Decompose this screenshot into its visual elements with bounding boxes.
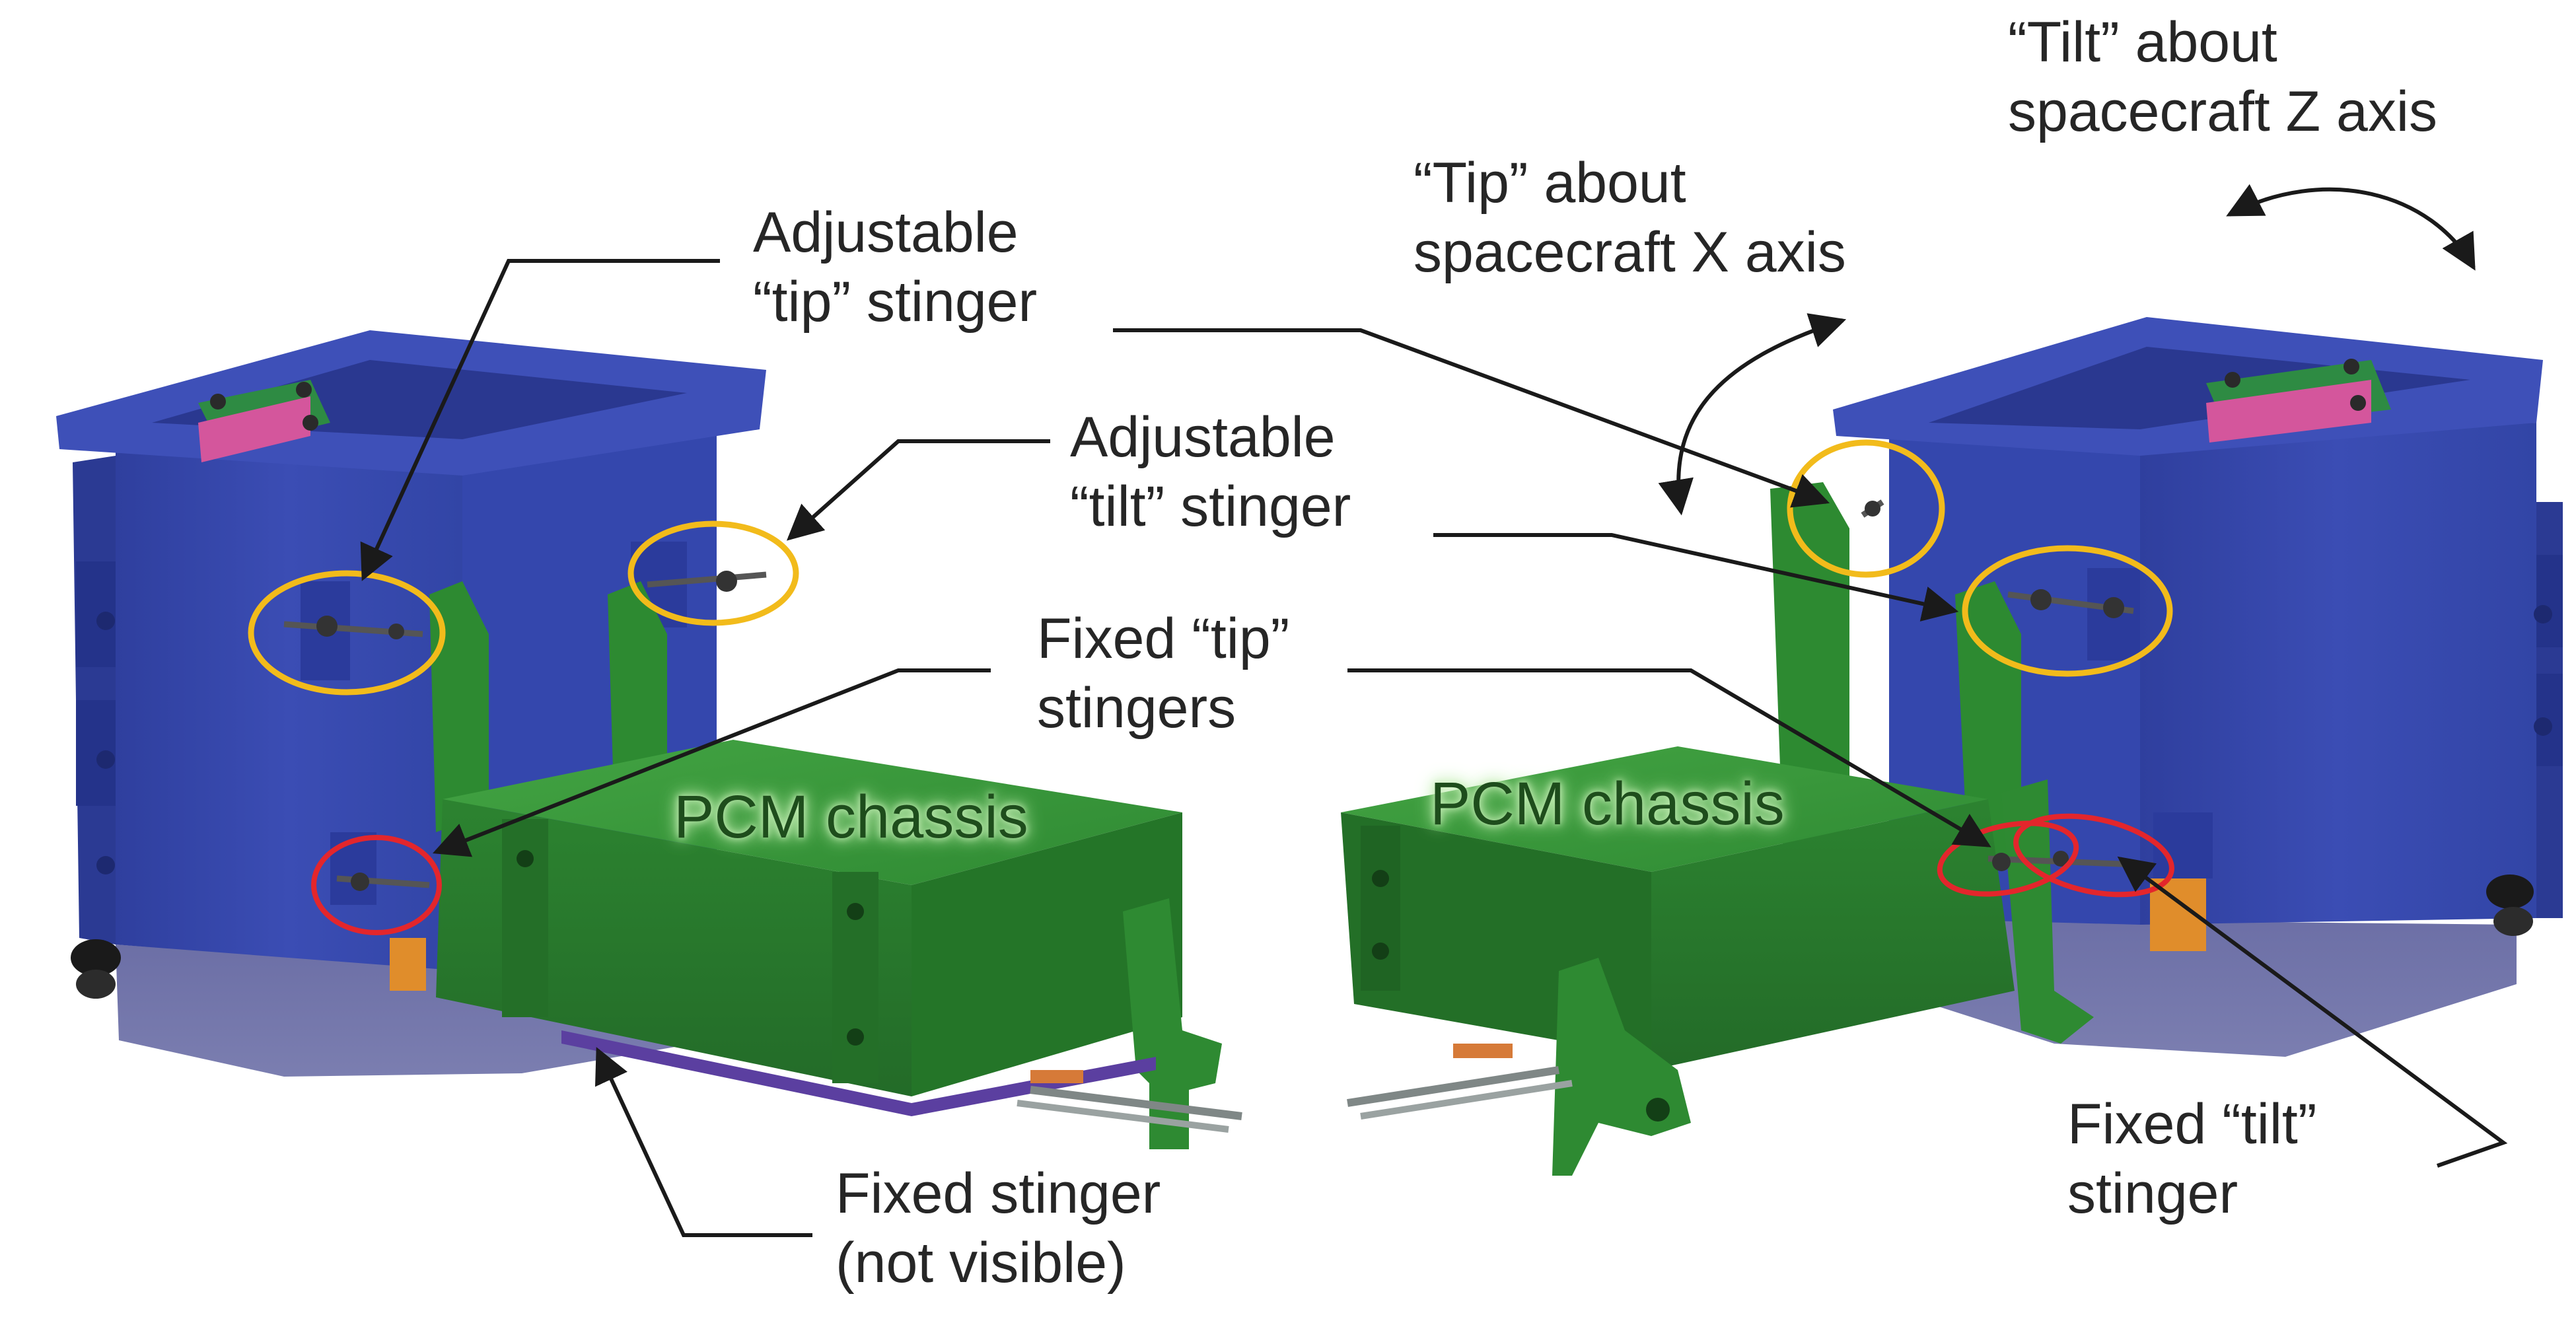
tip-rotation-arrow [1658,313,1847,516]
leader-fixed-tip-left [432,668,991,857]
adjustable-tip-marker-left [248,570,446,696]
leader-fixed-stinger [594,1047,812,1237]
label-tip-axis: “Tip” about spacecraft X axis [1413,151,1846,284]
label-fixed-stinger-not-visible: Fixed stinger (not visible) [836,1162,1161,1295]
rotation-arrows [1658,184,2476,516]
label-pcm-chassis-left: PCM chassis [674,783,1028,851]
label-fixed-tip-stingers: Fixed “tip” stingers [1037,607,1290,740]
label-fixed-tilt-stinger: Fixed “tilt” stinger [2067,1092,2317,1225]
leader-adj-tilt-left [786,439,1050,541]
fixed-stinger-markers [311,813,2174,935]
adjustable-stinger-markers [248,439,2173,696]
leader-lines [360,259,2508,1237]
label-adjustable-tilt-stinger: Adjustable “tilt” stinger [1070,406,1351,538]
leader-fixed-tip-right [1347,668,1991,847]
fixed-tip-marker-right-a [1937,820,2079,897]
adjustable-tilt-marker-right [1962,545,2173,677]
adjustable-tilt-marker-left [627,520,799,626]
label-pcm-chassis-right: PCM chassis [1430,770,1785,838]
leader-fixed-tilt [2117,856,2508,1168]
label-tilt-axis: “Tilt” about spacecraft Z axis [2008,11,2437,143]
leader-adj-tip-left [360,259,720,581]
label-adjustable-tip-stinger: Adjustable “tip” stinger [753,201,1038,334]
right-stingers [1861,499,2154,871]
leader-adj-tilt-right [1433,533,1959,622]
fixed-tip-marker-left [311,835,442,935]
right-green-brackets [1770,482,2094,1044]
fixed-tilt-marker-right [2013,813,2174,898]
left-stingers [283,571,767,891]
right-pcm-chassis [1341,746,2015,1176]
left-green-brackets [429,581,667,832]
tilt-rotation-arrow [2226,184,2476,271]
